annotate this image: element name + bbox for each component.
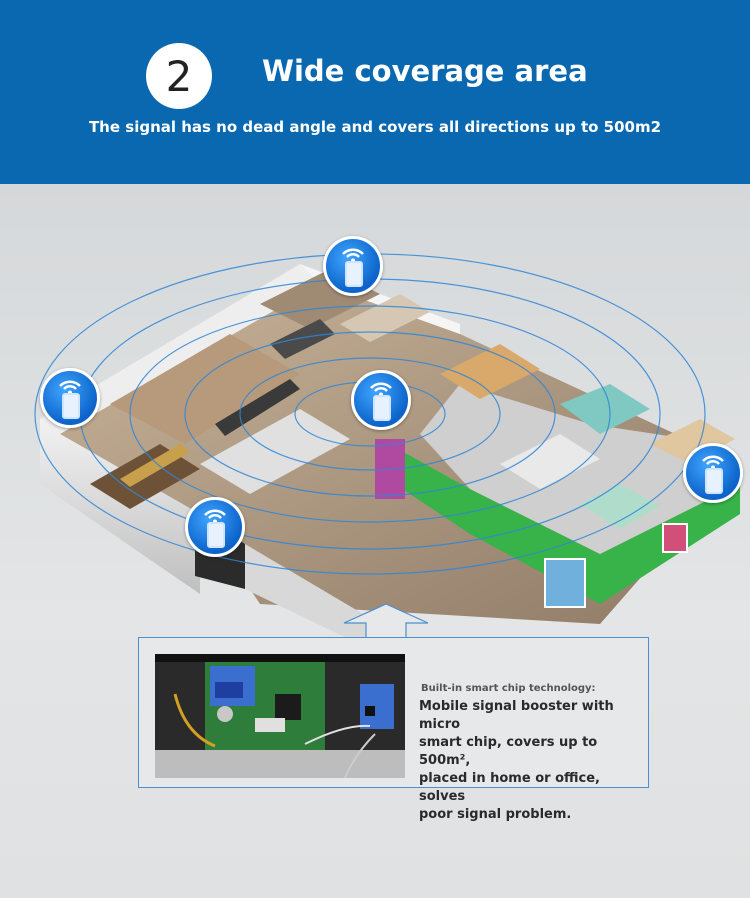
outer-wall-front bbox=[245, 544, 380, 654]
signal-phone-icon bbox=[683, 443, 743, 503]
step-number-badge: 2 bbox=[146, 43, 212, 109]
outer-wall-left bbox=[40, 419, 200, 594]
green-wall-front bbox=[380, 439, 740, 604]
info-line: poor signal problem. bbox=[419, 807, 572, 822]
circuit-board-photo bbox=[155, 654, 405, 778]
info-description: Mobile signal booster with micro smart c… bbox=[419, 698, 647, 824]
info-line: placed in home or office, solves bbox=[419, 771, 600, 804]
info-label: Built-in smart chip technology: bbox=[421, 683, 596, 694]
chip-info-box: Built-in smart chip technology: Mobile s… bbox=[138, 637, 649, 822]
signal-phone-icon bbox=[323, 236, 383, 296]
info-line: Mobile signal booster with micro bbox=[419, 699, 614, 732]
signal-phone-icon bbox=[351, 370, 411, 430]
page-title: Wide coverage area bbox=[262, 54, 588, 88]
floorplan-illustration bbox=[0, 184, 750, 898]
callout-up-arrow-icon bbox=[343, 603, 429, 639]
outer-wall-left-top bbox=[40, 264, 320, 434]
header-banner: 2 Wide coverage area The signal has no d… bbox=[0, 0, 750, 184]
signal-phone-icon bbox=[185, 497, 245, 557]
floorplan-drawing bbox=[34, 253, 740, 654]
page-subtitle: The signal has no dead angle and covers … bbox=[88, 118, 662, 136]
info-line: smart chip, covers up to 500m², bbox=[419, 735, 598, 768]
signal-phone-icon bbox=[40, 368, 100, 428]
